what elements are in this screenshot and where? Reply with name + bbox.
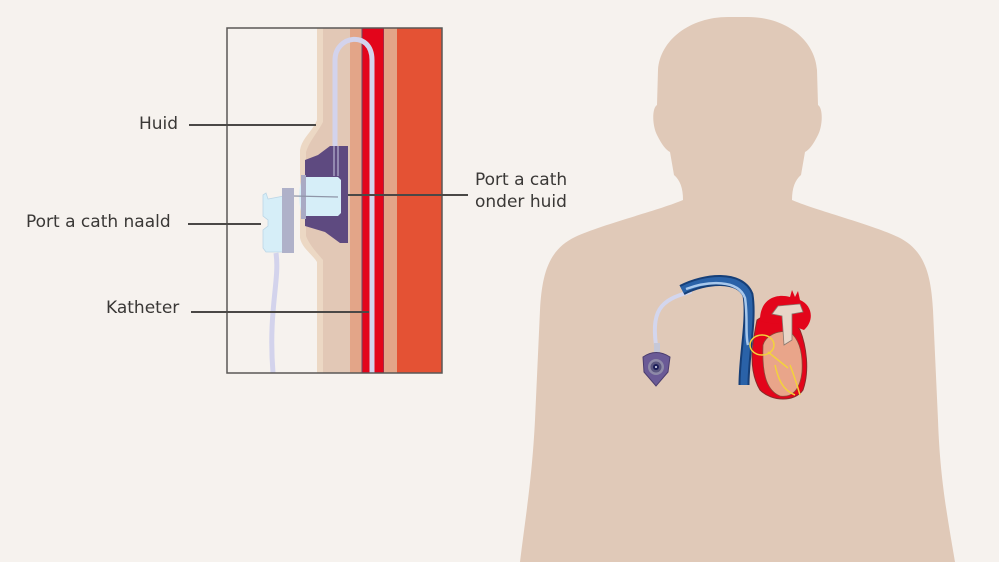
label-port-line2: onder huid [475, 192, 567, 212]
leader-line-skin [189, 124, 316, 126]
label-needle: Port a cath naald [26, 212, 171, 232]
implanted-port-device [642, 290, 692, 387]
label-port-line1: Port a cath [475, 170, 568, 190]
leader-line-port [348, 194, 468, 196]
leader-line-needle [188, 223, 261, 225]
heart-illustration [749, 290, 811, 400]
vein-with-catheter [679, 275, 755, 386]
label-catheter: Katheter [106, 298, 180, 318]
label-skin: Huid [139, 114, 179, 134]
inset-frame [226, 27, 443, 374]
leader-line-catheter [191, 311, 369, 313]
skin-cross-section-inset [226, 27, 443, 374]
